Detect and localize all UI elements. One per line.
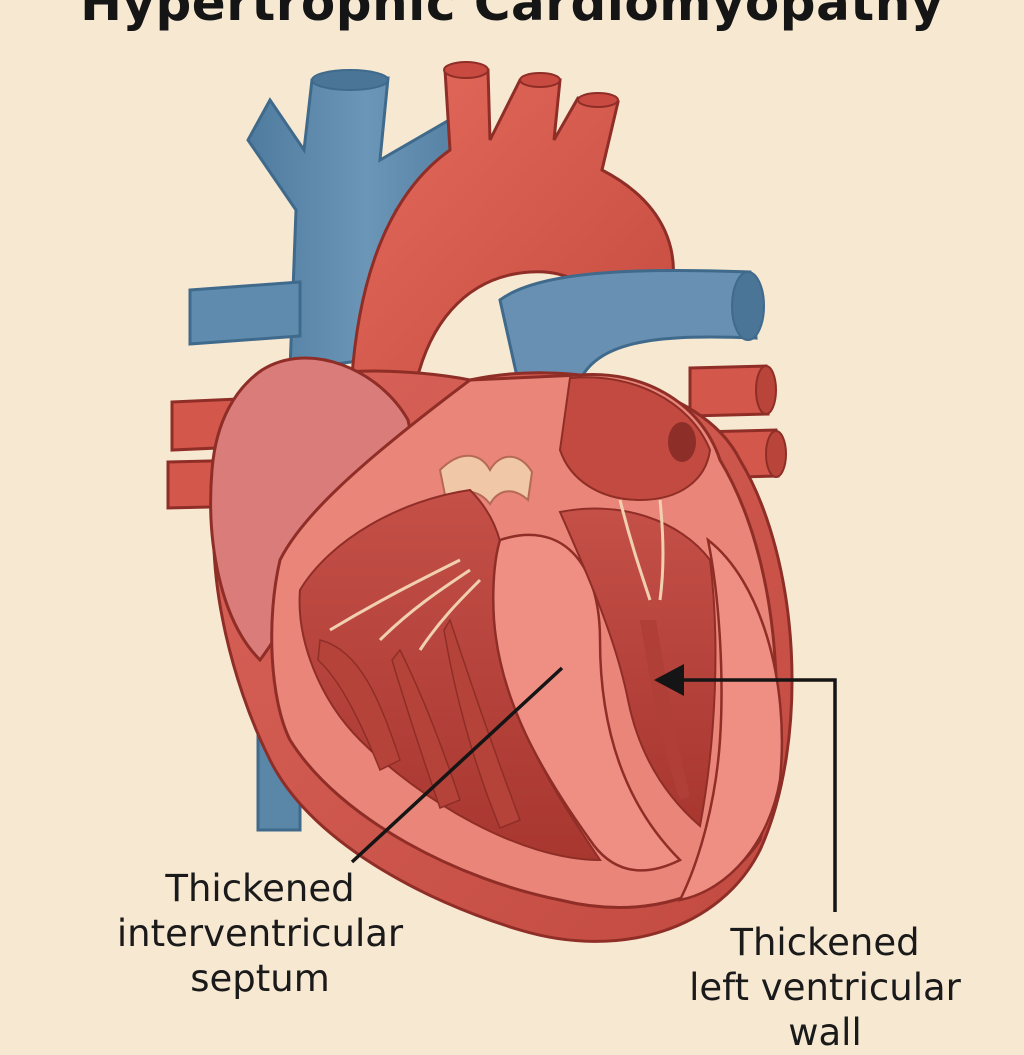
label-line: left ventricular [689,966,961,1009]
lvw-leader-arrow [654,664,837,912]
label-line: Thickened [730,921,920,964]
diagram-canvas: Hypertrophic Cardiomyopathy [80,0,961,1054]
left-atrium-cavity [558,376,712,502]
thickened-left-ventricular-wall [677,536,784,902]
heart-illustration [166,61,837,943]
aortic-arch [348,61,675,422]
mitral-chordae [618,499,665,601]
pulmonary-vein-left [188,280,302,346]
pulmonary-artery [498,268,765,392]
right-ventricle-trabeculae [317,618,521,829]
septum-leader-line [350,666,564,864]
label-line: interventricular [116,912,404,955]
label-thickened-interventricular-septum: Thickened interventricular septum [90,866,430,1001]
diagram-title: Hypertrophic Cardiomyopathy [80,0,944,32]
label-line: septum [190,957,330,1000]
left-ventricle-trabeculae [640,620,690,800]
aortic-valve [438,454,534,506]
chordae-tendineae-right [329,558,482,651]
label-line: Thickened [165,867,355,910]
pulmonary-vein-opening [668,422,696,462]
label-thickened-left-ventricular-wall: Thickened left ventricular wall [680,920,970,1055]
label-line: wall [788,1011,862,1054]
